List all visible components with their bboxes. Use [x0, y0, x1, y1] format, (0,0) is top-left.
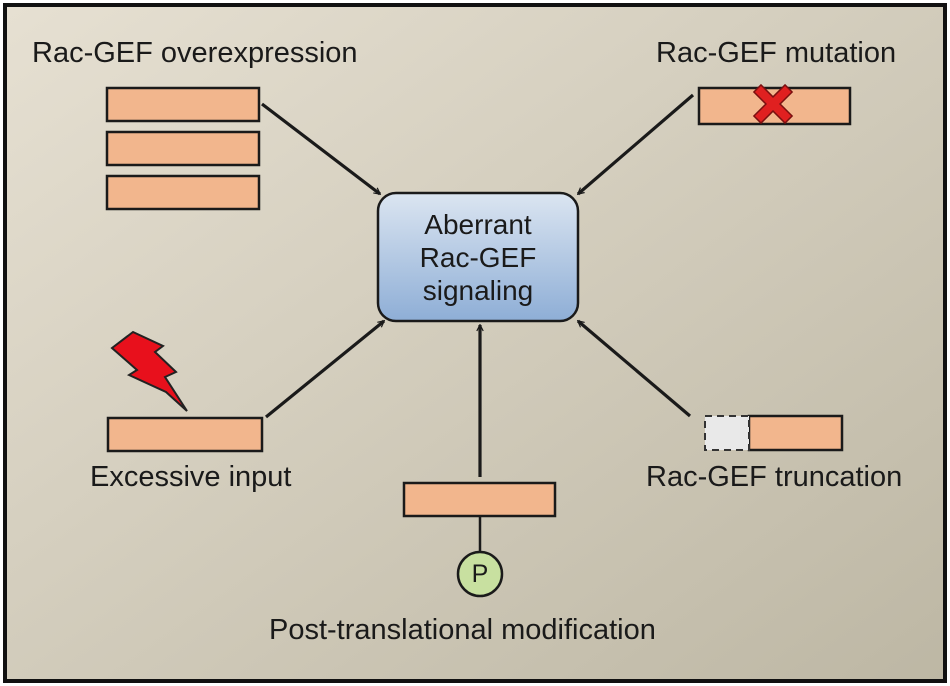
aberrant-signaling-box	[376, 191, 580, 323]
gene-bar	[105, 130, 261, 167]
truncation-label: Rac-GEF truncation	[646, 461, 903, 493]
lightning-bolt-icon	[110, 330, 188, 412]
overexpression-label: Rac-GEF overexpression	[32, 37, 358, 69]
arrow-from-truncation	[578, 319, 692, 418]
aberrant-signaling-text: Aberrant Rac-GEF signaling	[378, 193, 578, 321]
truncated-segment	[704, 415, 750, 451]
center-line-1: Aberrant	[424, 208, 532, 240]
center-line-2: Rac-GEF	[419, 241, 537, 273]
truncation-gene-bar	[704, 414, 844, 452]
mutation-label: Rac-GEF mutation	[656, 37, 897, 69]
gene-bar	[105, 86, 261, 123]
arrow-from-overexpression	[261, 102, 380, 196]
gene-bar	[105, 174, 261, 211]
mutation-gene-bar	[697, 83, 852, 126]
gene-bar	[747, 414, 844, 452]
arrow-from-excessive-input	[264, 319, 384, 419]
ptm-label: Post-translational modification	[269, 614, 656, 646]
center-line-3: signaling	[422, 274, 534, 306]
excessive-input-label: Excessive input	[90, 461, 292, 493]
arrows	[261, 93, 695, 477]
overexpression-gene-bars	[105, 86, 261, 211]
excessive-input-gene-bar	[106, 416, 264, 453]
x-cross-icon	[752, 83, 794, 125]
arrow-from-mutation	[578, 93, 695, 196]
phospho-circle	[456, 550, 504, 598]
phospho-symbol: P	[471, 559, 489, 588]
ptm-gene-bar	[402, 481, 557, 518]
